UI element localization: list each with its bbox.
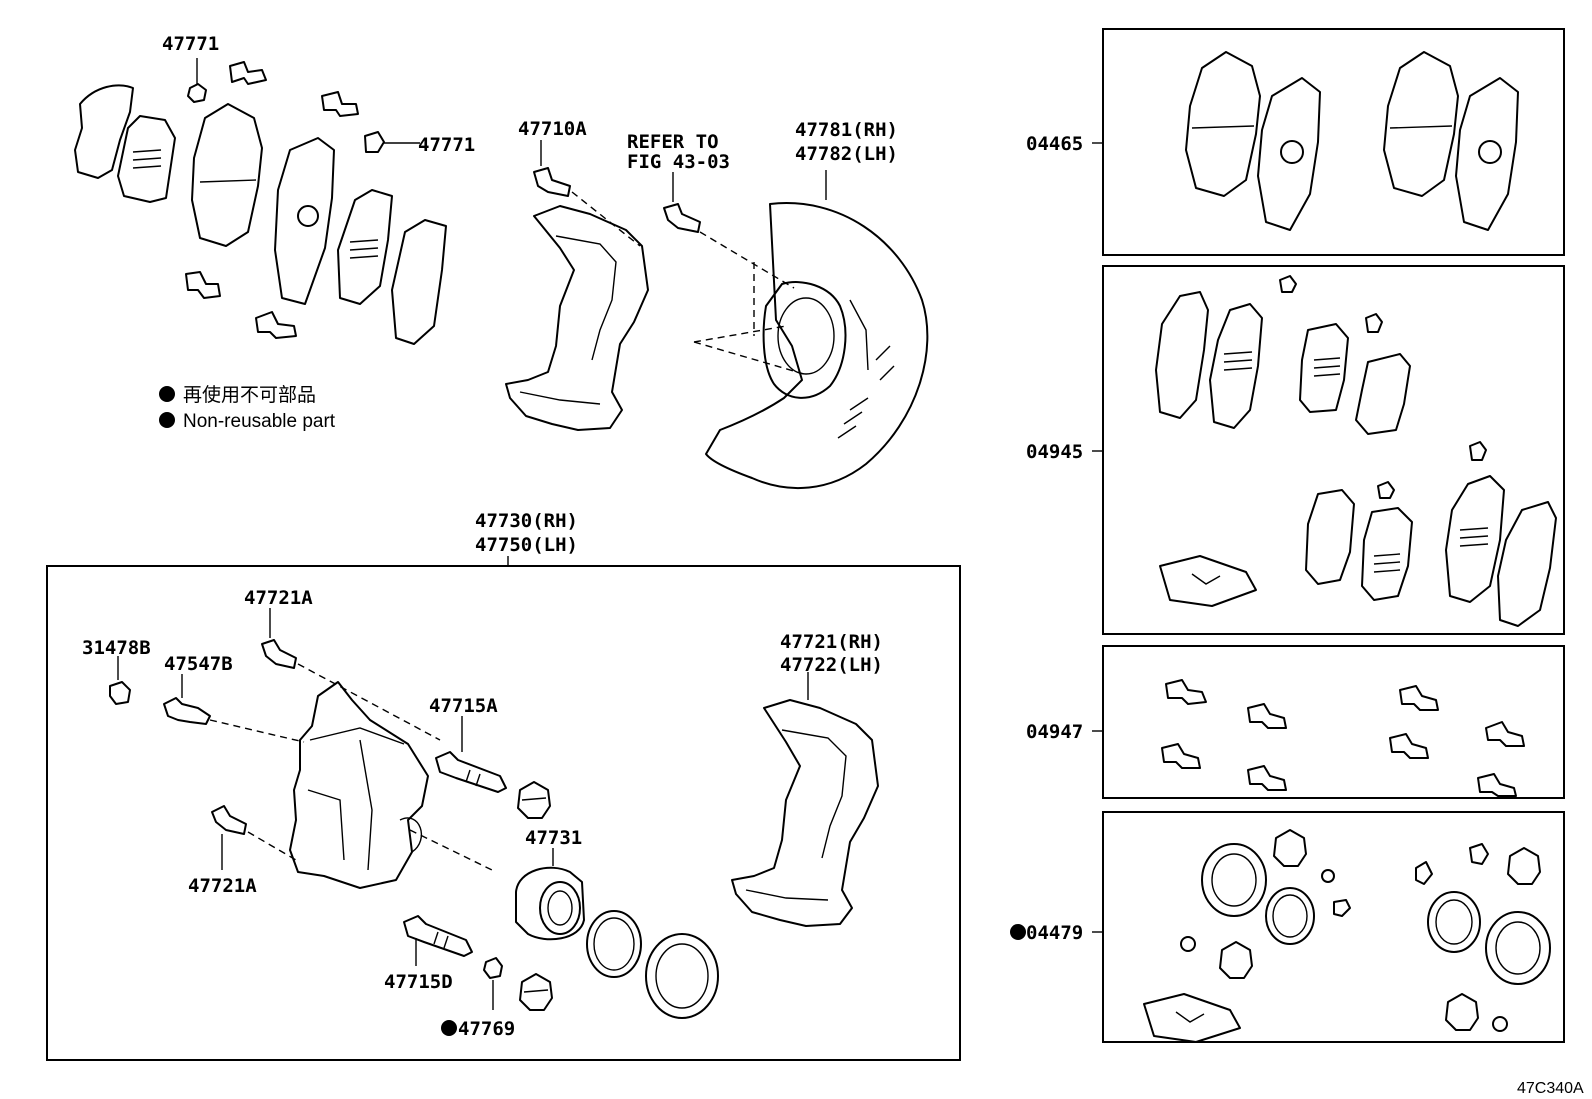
seal-kit-04479-contents — [1143, 829, 1551, 1043]
bolt-47721A-top — [261, 639, 297, 669]
caliper-cylinder-body — [289, 681, 429, 889]
label-47769: 47769 — [458, 1018, 515, 1040]
label-47731: 47731 — [525, 827, 582, 849]
label-47721: 47721(RH) — [780, 631, 883, 653]
label-refer-line2: FIG 43-03 — [627, 151, 730, 173]
slide-pin-boot-lower — [519, 973, 553, 1011]
label-47771-right: 47771 — [418, 134, 475, 156]
bleeder-47547B — [163, 697, 211, 725]
label-47547B: 47547B — [164, 653, 233, 675]
caliper-mounting-bracket — [505, 205, 649, 431]
pad-kit-frame — [1102, 28, 1565, 256]
label-04479: 04479 — [1026, 922, 1083, 944]
label-47782: 47782(LH) — [795, 143, 898, 165]
shim-kit-04945-contents — [1155, 275, 1557, 627]
bolt-47710A — [533, 167, 571, 197]
legend-dot-jp — [159, 386, 175, 402]
seal-kit-frame — [1102, 811, 1565, 1043]
label-47715D: 47715D — [384, 971, 453, 993]
label-31478B: 31478B — [82, 637, 151, 659]
caliper-assembly-frame — [46, 565, 961, 1061]
clip-kit-04947-contents — [1161, 679, 1525, 797]
label-47750: 47750(LH) — [475, 534, 578, 556]
bleeder-cap-47769 — [483, 957, 503, 979]
shim-kit-frame — [1102, 265, 1565, 635]
nonreusable-dot-04479 — [1010, 924, 1026, 940]
label-47722: 47722(LH) — [780, 654, 883, 676]
label-47781: 47781(RH) — [795, 119, 898, 141]
label-refer-line1: REFER TO — [627, 131, 719, 153]
piston-seal-ring — [586, 910, 642, 978]
nonreusable-dot-47769 — [441, 1020, 457, 1036]
pad-kit-04465-contents — [1185, 51, 1519, 231]
clip-kit-frame — [1102, 645, 1565, 799]
slide-pin-47715D — [403, 915, 473, 957]
slide-pin-47715A — [435, 751, 507, 793]
legend-dot-en — [159, 412, 175, 428]
legend-text-en: Non-reusable part — [183, 411, 336, 432]
slide-pin-boot-upper — [517, 781, 551, 819]
bolt-47721A-bottom — [211, 805, 247, 835]
label-47721A-top: 47721A — [244, 587, 313, 609]
label-47710A: 47710A — [518, 118, 587, 140]
cylinder-boot-ring — [645, 933, 719, 1019]
label-04947: 04947 — [1026, 721, 1083, 743]
label-47721A-bottom: 47721A — [188, 875, 257, 897]
cap-31478B — [109, 681, 131, 705]
legend-text-jp: 再使用不可部品 — [183, 384, 316, 406]
piston-47731 — [515, 866, 585, 941]
figure-code: 47C340A — [1517, 1080, 1584, 1097]
disc-brake-dust-shield — [705, 202, 929, 490]
label-47730: 47730(RH) — [475, 510, 578, 532]
pad-group-top-left — [74, 58, 447, 345]
caliper-mounting-47721 — [731, 699, 879, 927]
bolt-refer — [663, 203, 701, 233]
label-47715A: 47715A — [429, 695, 498, 717]
label-04465: 04465 — [1026, 133, 1083, 155]
label-04945: 04945 — [1026, 441, 1083, 463]
label-47771-top: 47771 — [162, 33, 219, 55]
